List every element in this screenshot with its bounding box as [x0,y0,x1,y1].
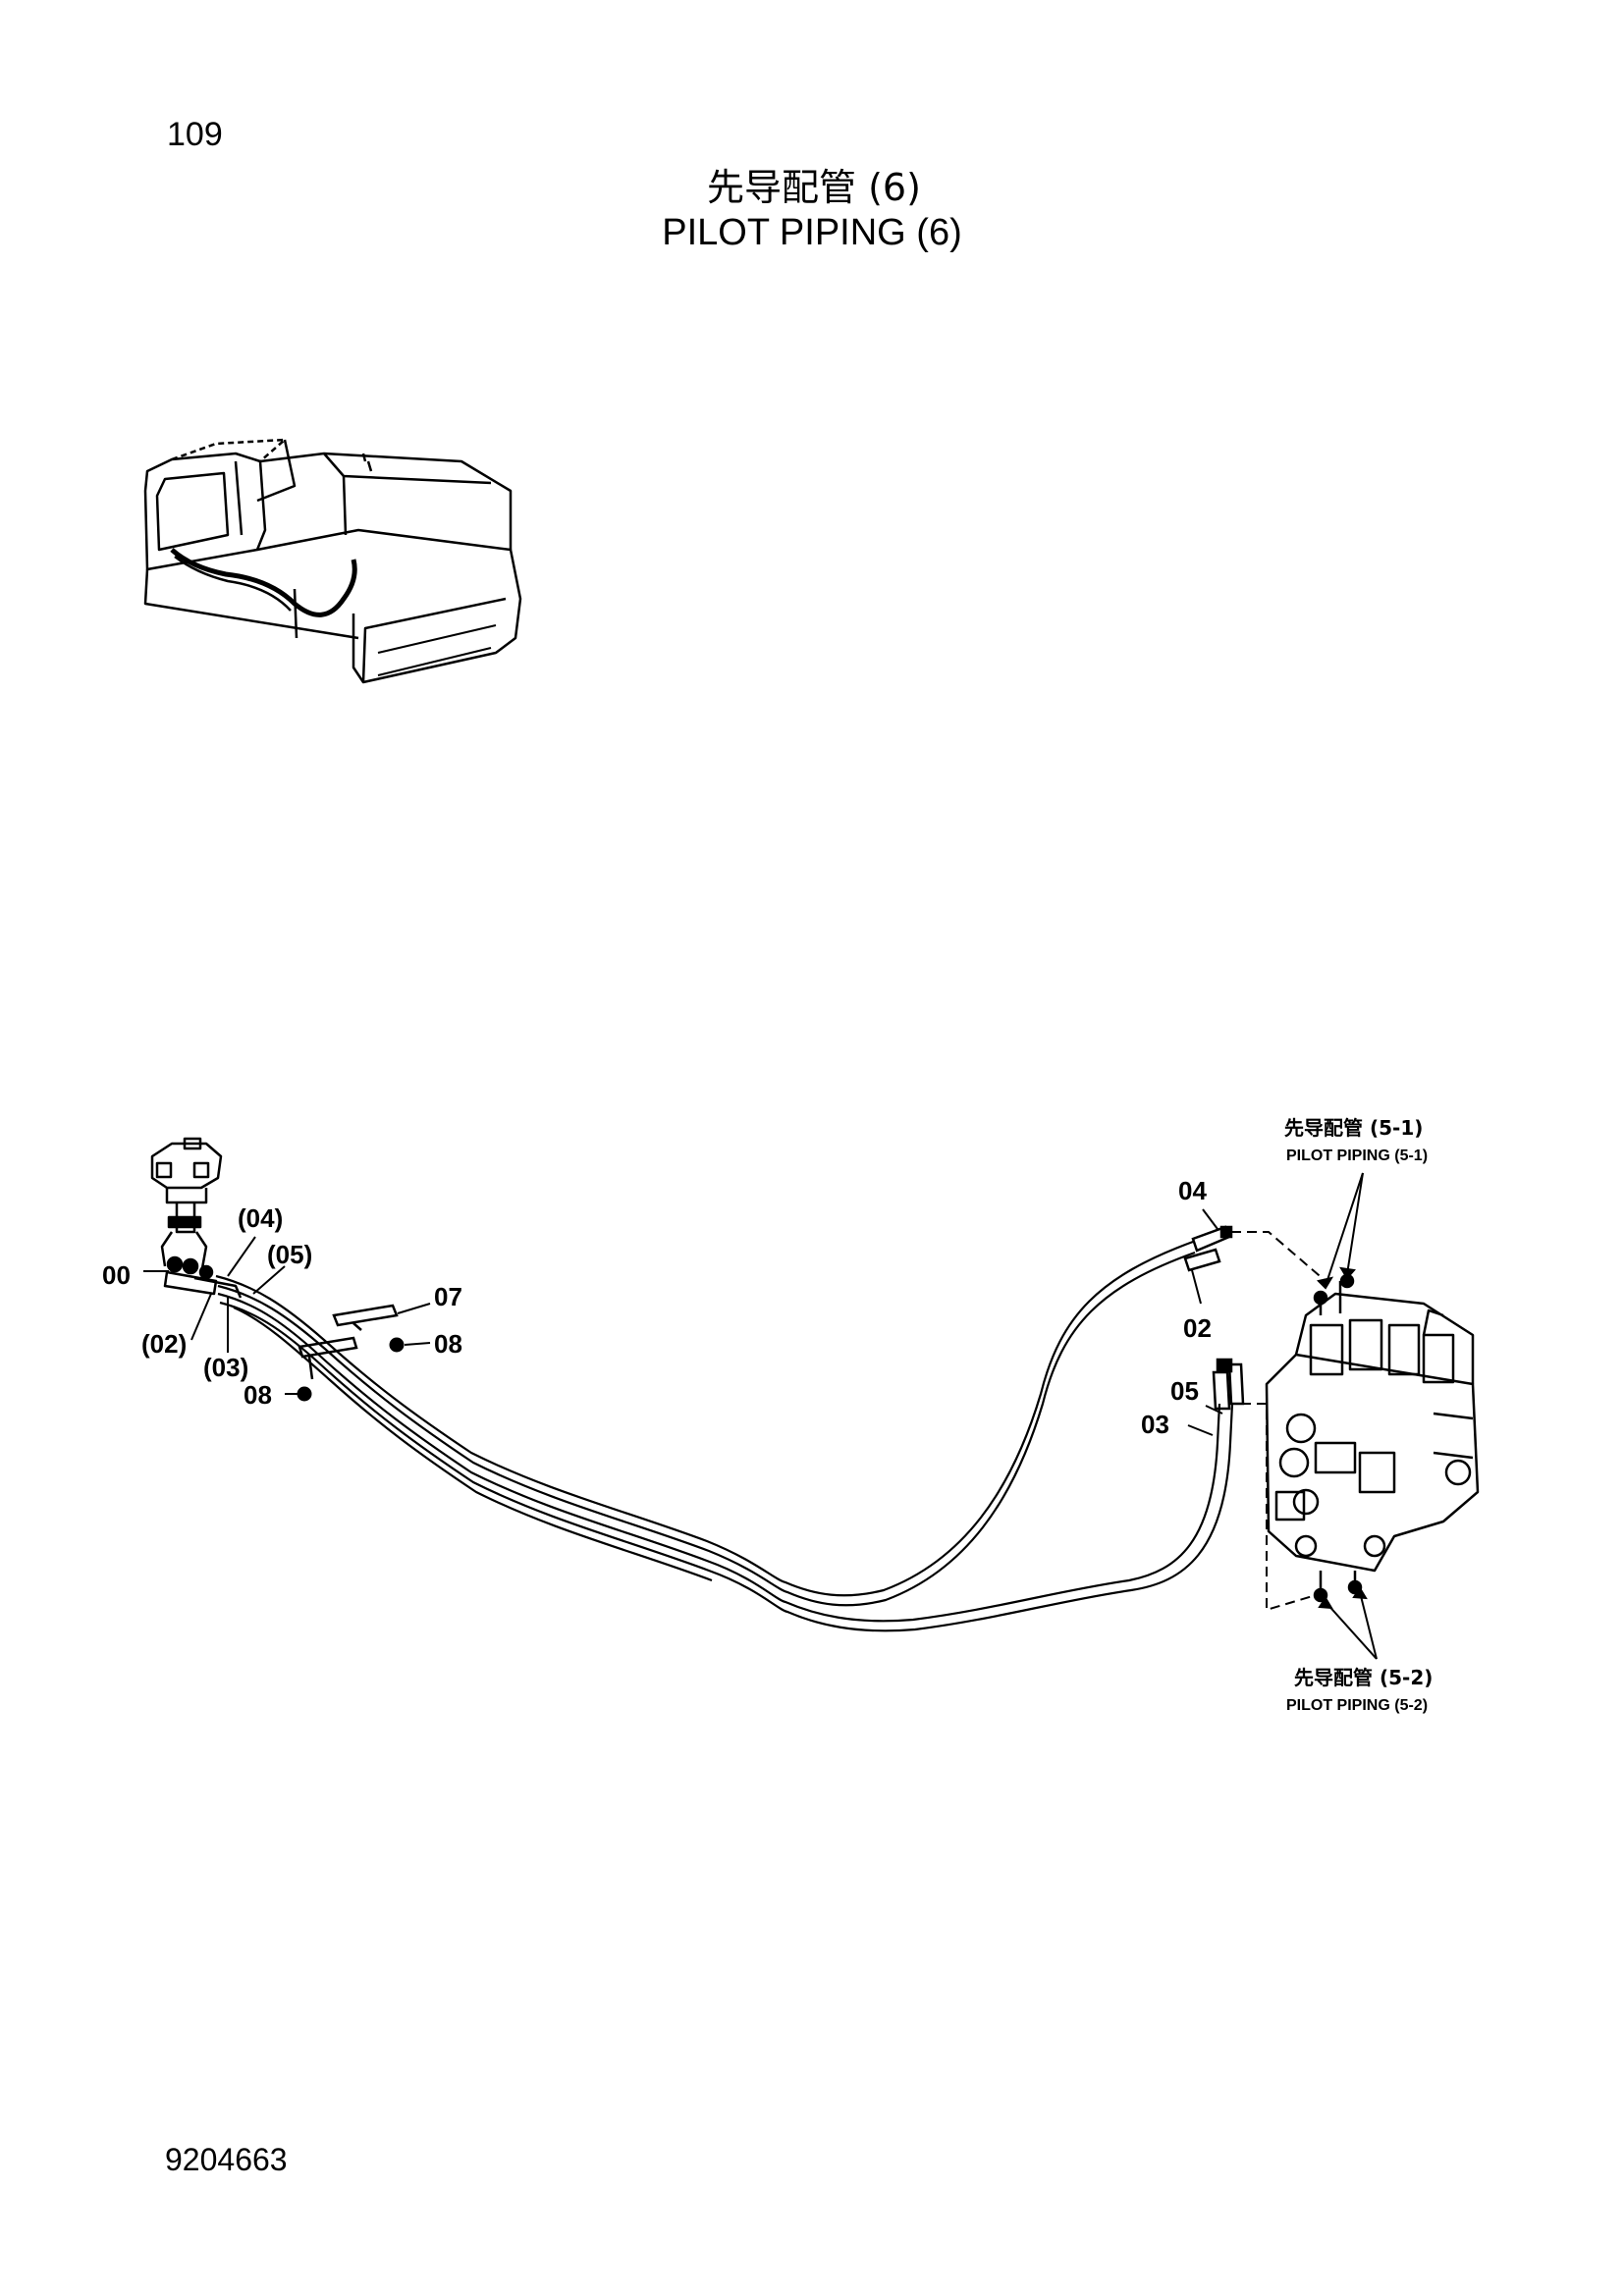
page-title-chinese: 先导配管 (6) [707,166,921,209]
callout-08-upper: 08 [434,1329,462,1359]
page-title-english: PILOT PIPING (6) [662,212,962,253]
document-number: 9204663 [165,2142,288,2177]
clamp-brackets [298,1304,399,1380]
page-number: 109 [167,116,223,153]
callout-00: 00 [102,1260,131,1290]
pilot-valve-assembly [150,1137,243,1299]
callout-04-paren: (04) [238,1203,283,1233]
callout-05-paren: (05) [267,1240,312,1269]
hose-end-fittings [1183,1225,1245,1411]
excavator-overview-illustration [143,438,522,684]
hose-bundle [215,1240,1234,1632]
callout-02-paren: (02) [141,1329,187,1359]
leader-lines [143,1172,1378,1660]
reference-5-1-chinese: 先导配管 (5-1) [1284,1116,1423,1140]
callout-05: 05 [1170,1376,1199,1406]
callout-03: 03 [1141,1410,1169,1439]
callout-02: 02 [1183,1313,1212,1343]
reference-5-1-english: PILOT PIPING (5-1) [1286,1148,1428,1164]
callout-03-paren: (03) [203,1353,248,1382]
callout-08-lower: 08 [244,1380,272,1410]
reference-5-2-chinese: 先导配管 (5-2) [1294,1666,1433,1689]
control-valve-assembly [1265,1273,1480,1603]
reference-5-2-english: PILOT PIPING (5-2) [1286,1697,1428,1714]
bolt-icons [297,1337,405,1402]
callout-04: 04 [1178,1176,1207,1205]
callout-07: 07 [434,1282,462,1311]
